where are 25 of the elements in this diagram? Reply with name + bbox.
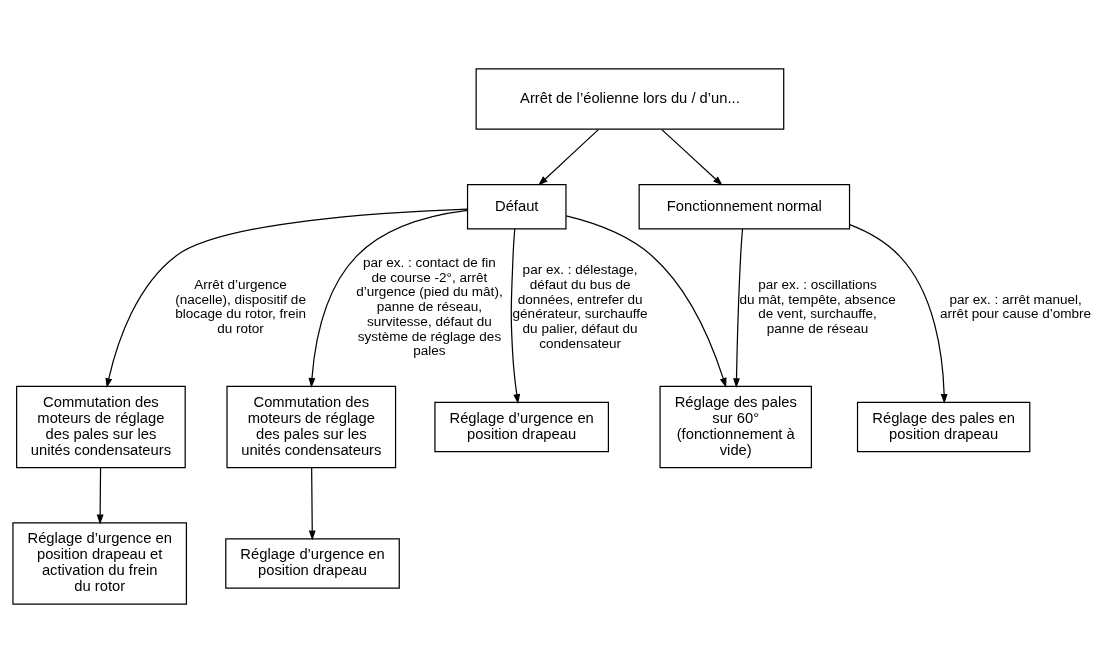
node-box: Arrêt de l’éolienne lors du / d’un... xyxy=(475,67,785,130)
arrow xyxy=(510,227,521,404)
arrow xyxy=(308,466,316,540)
node-box: Commutation des moteurs de réglage des pales sur les unités condensateurs xyxy=(226,385,397,468)
arrow xyxy=(565,214,727,388)
node-box: Réglage d’urgence en position drapeau xyxy=(434,401,609,452)
node-box: Réglage des pales en position drapeau xyxy=(856,401,1031,452)
arrow xyxy=(661,128,723,186)
edge-label: par ex. : oscillations du mât, tempête, absence de vent, surchauffe, panne de réseau xyxy=(739,276,896,336)
edge-label: par ex. : arrêt manuel, arrêt pour cause d’ombre xyxy=(940,291,1092,321)
edge-label: par ex. : délestage, défaut du bus de données, entrefer du générateur, surchauffe du palier, défaut du condensateur xyxy=(512,261,648,351)
node-box: Commutation des moteurs de réglage des pales sur les unités condensateurs xyxy=(16,385,186,468)
edge-label: par ex. : contact de fin de course -2°, arrêt d’urgence (pied du mât), panne de réseau, survitesse, défaut du système de réglage des pales xyxy=(356,254,503,358)
arrow xyxy=(96,466,104,524)
node-box: Réglage d’urgence en position drapeau xyxy=(225,537,400,589)
arrow xyxy=(538,128,599,186)
node-box: Défaut xyxy=(466,183,567,229)
node-box: Fonctionnement normal xyxy=(638,183,851,229)
node-box: Réglage d’urgence en position drapeau et activation du frein du rotor xyxy=(12,521,188,605)
arrow xyxy=(308,209,468,388)
node-box: Réglage des pales sur 60° (fonctionnement à vide) xyxy=(659,385,812,468)
edge-label: Arrêt d’urgence (nacelle), dispositif de blocage du rotor, frein du rotor xyxy=(175,276,306,336)
arrow xyxy=(105,208,469,388)
arrow xyxy=(733,227,744,388)
arrow xyxy=(849,223,948,404)
